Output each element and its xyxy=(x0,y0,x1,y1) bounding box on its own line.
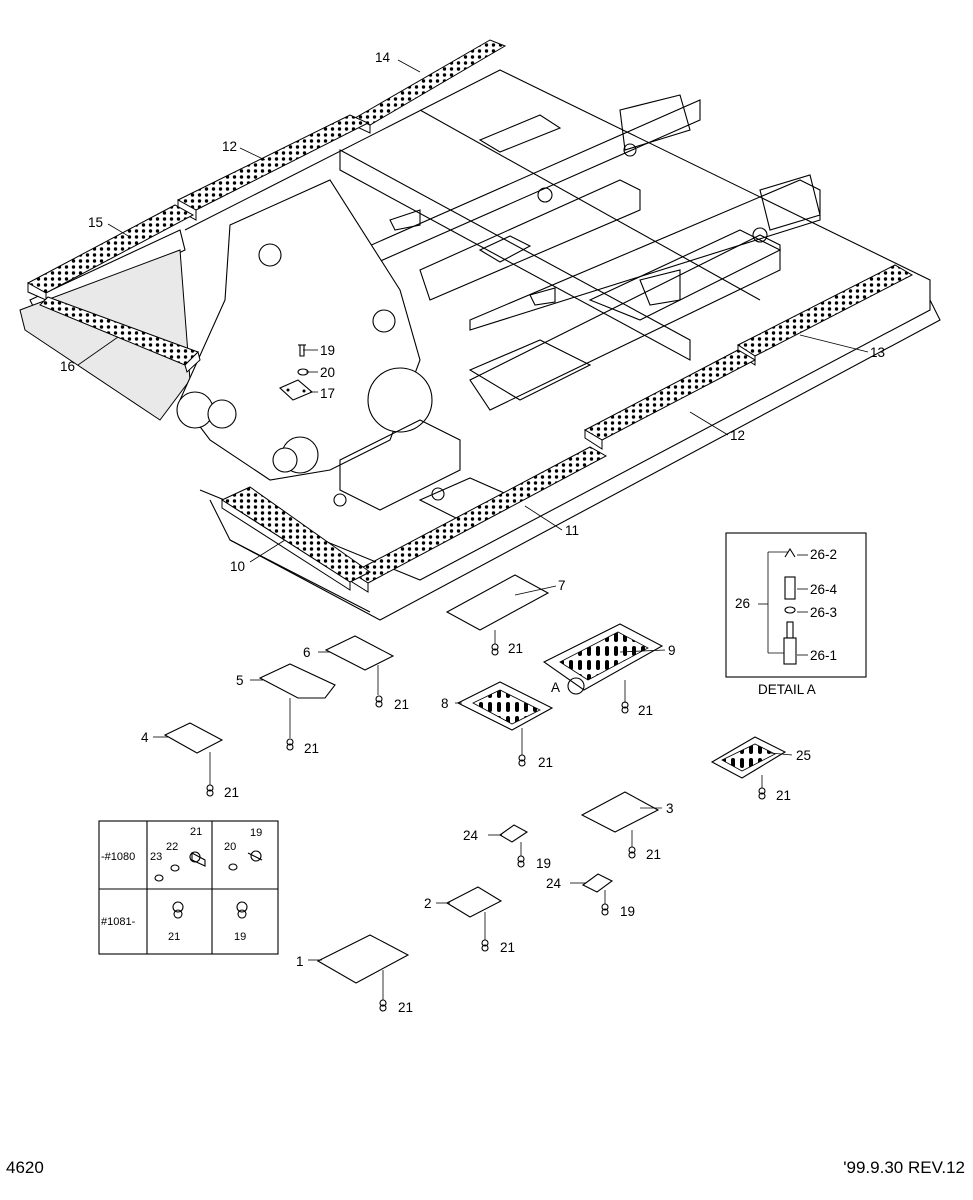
label-26: 26 xyxy=(735,596,750,611)
label-25: 25 xyxy=(796,748,811,763)
label-12-right: 12 xyxy=(730,428,745,443)
detail-a-box: 26 26-2 26-4 26-3 26-1 DETAIL A xyxy=(725,532,867,697)
table-20: 20 xyxy=(224,841,236,853)
hardware-19-20-17 xyxy=(279,344,318,401)
serial-table: -#1080 #1081- 23 22 21 20 19 21 19 xyxy=(98,820,279,955)
label-4: 4 xyxy=(141,730,149,745)
upper-frame xyxy=(19,69,941,621)
label-21-1: 21 xyxy=(398,1000,413,1015)
label-6: 6 xyxy=(303,645,311,660)
label-7: 7 xyxy=(558,578,566,593)
label-21-8: 21 xyxy=(538,755,553,770)
label-21-7: 21 xyxy=(508,641,523,656)
serial-row1-label: -#1080 xyxy=(101,851,135,863)
label-20: 20 xyxy=(320,365,335,380)
table-21: 21 xyxy=(190,826,202,838)
leader-lines xyxy=(77,59,869,1000)
label-24-b: 24 xyxy=(546,876,562,891)
label-12-top: 12 xyxy=(222,139,237,154)
label-19-24a: 19 xyxy=(536,856,551,871)
cover-plates xyxy=(163,574,787,984)
table-23: 23 xyxy=(150,851,162,863)
label-26-3: 26-3 xyxy=(810,605,837,620)
fastener-icons xyxy=(206,643,766,1012)
label-15: 15 xyxy=(88,215,103,230)
label-13: 13 xyxy=(870,345,885,360)
label-19-top: 19 xyxy=(320,343,335,358)
detail-a-title: DETAIL A xyxy=(758,682,816,697)
label-26-1: 26-1 xyxy=(810,648,837,663)
label-17: 17 xyxy=(320,386,335,401)
table-21-b: 21 xyxy=(168,931,180,943)
step-plates xyxy=(26,39,914,593)
part-labels: 14 12 15 16 19 20 17 13 12 11 10 7 21 9 … xyxy=(60,50,885,1015)
label-24-a: 24 xyxy=(463,828,479,843)
label-3: 3 xyxy=(666,801,674,816)
label-26-2: 26-2 xyxy=(810,547,837,562)
page-number: 4620 xyxy=(6,1158,44,1177)
label-A: A xyxy=(551,680,560,695)
label-21-25: 21 xyxy=(776,788,791,803)
table-22: 22 xyxy=(166,841,178,853)
label-16: 16 xyxy=(60,359,75,374)
table-19: 19 xyxy=(250,827,262,839)
label-10: 10 xyxy=(230,559,245,574)
label-26-4: 26-4 xyxy=(810,582,838,597)
label-14: 14 xyxy=(375,50,391,65)
label-21-3: 21 xyxy=(646,847,661,862)
table-19-b: 19 xyxy=(234,931,246,943)
label-11: 11 xyxy=(565,523,579,538)
label-9: 9 xyxy=(668,643,676,658)
label-2: 2 xyxy=(424,896,432,911)
revision-stamp: '99.9.30 REV.12 xyxy=(843,1158,965,1177)
label-21-2: 21 xyxy=(500,940,515,955)
label-21-6: 21 xyxy=(394,697,409,712)
label-21-4: 21 xyxy=(224,785,239,800)
label-21-5: 21 xyxy=(304,741,319,756)
label-21-9: 21 xyxy=(638,703,653,718)
serial-row2-label: #1081- xyxy=(101,916,136,928)
label-8: 8 xyxy=(441,696,449,711)
label-1: 1 xyxy=(296,954,304,969)
label-19-24b: 19 xyxy=(620,904,635,919)
label-5: 5 xyxy=(236,673,244,688)
